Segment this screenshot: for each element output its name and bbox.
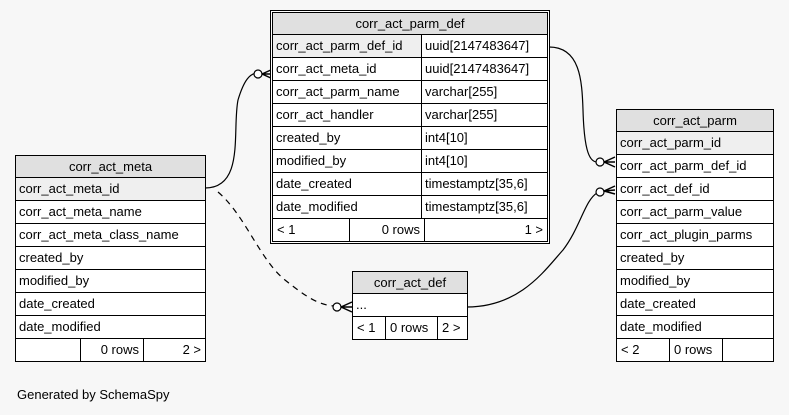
column-name: corr_act_handler (276, 107, 374, 122)
column-type: timestamptz[35,6] (421, 196, 547, 218)
column-name: created_by (620, 250, 685, 265)
column-name: date_modified (620, 319, 702, 334)
parents-link[interactable]: < 1 (357, 320, 376, 335)
row-count: 0 rows (385, 317, 437, 339)
column-name: corr_act_parm_name (276, 84, 400, 99)
table-title[interactable]: corr_act_parm (617, 110, 773, 132)
column-name: corr_act_plugin_parms (620, 227, 753, 242)
row-count: 0 rows (80, 339, 143, 361)
column-name: corr_act_parm_value (620, 204, 743, 219)
table-corr-act-parm[interactable]: corr_act_parm corr_act_parm_id corr_act_… (616, 109, 774, 362)
column-row[interactable]: corr_act_def_id (617, 178, 773, 201)
column-type: uuid[2147483647] (421, 58, 547, 80)
children-link[interactable]: 2 > (437, 317, 467, 339)
children-link (722, 339, 773, 361)
column-name: corr_act_meta_id (276, 61, 377, 76)
column-name: corr_act_meta_name (19, 204, 142, 219)
edge-crowfoot-marker (603, 185, 616, 195)
column-row[interactable]: date_created (617, 293, 773, 316)
column-row[interactable]: date_modified (617, 316, 773, 339)
column-row[interactable]: corr_act_meta_id (16, 178, 205, 201)
column-row[interactable]: corr_act_parm_id (617, 132, 773, 155)
table-title[interactable]: corr_act_meta (16, 156, 205, 178)
edge-optional-marker (595, 187, 605, 197)
edge-optional-marker (253, 69, 263, 79)
table-corr-act-meta[interactable]: corr_act_meta corr_act_meta_id corr_act_… (15, 155, 206, 362)
column-row[interactable]: date_modified (16, 316, 205, 339)
parents-link (16, 339, 80, 361)
column-type: uuid[2147483647] (421, 35, 547, 57)
column-name: corr_act_meta_class_name (19, 227, 179, 242)
edge-optional-marker (595, 157, 605, 167)
table-corr-act-def[interactable]: corr_act_def ... < 1 0 rows 2 > (352, 271, 468, 340)
column-row[interactable]: corr_act_parm_def_id uuid[2147483647] (273, 35, 547, 58)
column-row[interactable]: date_created (16, 293, 205, 316)
column-row[interactable]: created_by (617, 247, 773, 270)
column-name: corr_act_parm_def_id (273, 35, 421, 57)
column-name: created_by (19, 250, 84, 265)
column-type: varchar[255] (421, 104, 547, 126)
column-row[interactable]: corr_act_parm_def_id (617, 155, 773, 178)
row-count: 0 rows (669, 339, 722, 361)
table-footer: < 2 0 rows (617, 339, 773, 361)
column-name: modified_by (620, 273, 691, 288)
column-type: int4[10] (421, 127, 547, 149)
column-row[interactable]: corr_act_parm_name varchar[255] (273, 81, 547, 104)
edge-meta-to-parm-def (204, 72, 259, 189)
column-row[interactable]: modified_by (617, 270, 773, 293)
column-row[interactable]: corr_act_meta_name (16, 201, 205, 224)
column-name: corr_act_meta_id (16, 178, 205, 200)
column-row[interactable]: modified_by int4[10] (273, 150, 547, 173)
table-title[interactable]: corr_act_def (353, 272, 467, 294)
table-footer: < 1 0 rows 2 > (353, 317, 467, 339)
column-type: int4[10] (421, 150, 547, 172)
column-row[interactable]: date_created timestamptz[35,6] (273, 173, 547, 196)
parents-link[interactable]: < 1 (277, 222, 296, 237)
table-footer: < 1 0 rows 1 > (273, 219, 547, 241)
table-title[interactable]: corr_act_parm_def (273, 13, 547, 35)
column-row[interactable]: modified_by (16, 270, 205, 293)
column-name: date_modified (19, 319, 101, 334)
edge-crowfoot-marker (340, 301, 353, 313)
children-link[interactable]: 1 > (424, 219, 547, 241)
table-footer: 0 rows 2 > (16, 339, 205, 361)
row-count: 0 rows (349, 219, 424, 241)
column-row[interactable]: corr_act_plugin_parms (617, 224, 773, 247)
column-name: modified_by (19, 273, 90, 288)
column-name: date_created (276, 176, 352, 191)
children-link[interactable]: 2 > (143, 339, 205, 361)
column-name: corr_act_parm_def_id (620, 158, 747, 173)
column-name: modified_by (276, 153, 347, 168)
edge-act-def-to-parm (466, 192, 598, 308)
column-name: ... (356, 297, 367, 312)
column-row[interactable]: ... (353, 294, 467, 317)
column-row[interactable]: corr_act_meta_class_name (16, 224, 205, 247)
column-row[interactable]: corr_act_handler varchar[255] (273, 104, 547, 127)
table-corr-act-parm-def[interactable]: corr_act_parm_def corr_act_parm_def_id u… (270, 10, 550, 244)
column-name: corr_act_def_id (620, 181, 710, 196)
column-row[interactable]: corr_act_meta_id uuid[2147483647] (273, 58, 547, 81)
edge-optional-marker (332, 302, 342, 312)
column-name: date_modified (276, 199, 358, 214)
edge-parm-def-to-parm (548, 46, 598, 163)
parents-link[interactable]: < 2 (621, 342, 640, 357)
column-row[interactable]: created_by (16, 247, 205, 270)
column-row[interactable]: corr_act_parm_value (617, 201, 773, 224)
column-row[interactable]: created_by int4[10] (273, 127, 547, 150)
column-type: varchar[255] (421, 81, 547, 103)
column-type: timestamptz[35,6] (421, 173, 547, 195)
column-name: created_by (276, 130, 341, 145)
column-name: date_created (620, 296, 696, 311)
edge-crowfoot-marker (603, 156, 616, 168)
column-name: date_created (19, 296, 95, 311)
column-row[interactable]: date_modified timestamptz[35,6] (273, 196, 547, 219)
column-name: corr_act_parm_id (617, 132, 773, 154)
generated-by-credit: Generated by SchemaSpy (17, 387, 170, 402)
